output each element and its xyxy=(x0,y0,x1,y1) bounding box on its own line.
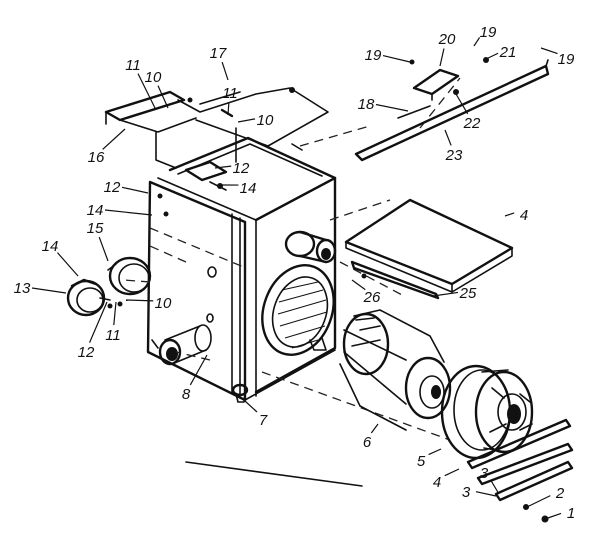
callout-leader-c10a xyxy=(157,85,169,109)
callout-c23: 23 xyxy=(445,147,463,164)
callout-c1: 1 xyxy=(567,505,575,522)
mounting-straps xyxy=(466,418,574,523)
callout-leader-c1 xyxy=(544,512,562,520)
callout-c19a: 19 xyxy=(365,47,382,64)
callout-leader-c21 xyxy=(483,52,499,61)
callout-leader-c16 xyxy=(102,128,126,150)
callout-c19b: 19 xyxy=(480,24,497,41)
callout-c14b: 14 xyxy=(87,202,104,219)
callout-c12a: 12 xyxy=(233,160,250,177)
callout-c10c: 10 xyxy=(155,295,172,312)
callout-c19c: 19 xyxy=(558,51,575,68)
callout-labels: 1233445678101010111111121212131414141516… xyxy=(14,24,576,522)
small-brackets xyxy=(157,160,228,217)
callout-c16: 16 xyxy=(88,149,105,166)
callout-c6: 6 xyxy=(363,434,372,451)
callout-c11a: 11 xyxy=(125,57,141,74)
callout-leader-c22 xyxy=(455,93,469,115)
callout-leader-c11b xyxy=(227,102,230,116)
callout-leader-c25 xyxy=(432,291,459,297)
callout-leader-c20 xyxy=(439,48,445,67)
callout-leader-c15 xyxy=(98,236,109,262)
callout-leader-c12b xyxy=(121,186,149,194)
callout-c12b: 12 xyxy=(104,179,121,196)
callout-leader-c8 xyxy=(189,354,208,386)
callout-c11c: 11 xyxy=(105,327,121,344)
callout-leader-c3b xyxy=(475,491,497,497)
callout-c15: 15 xyxy=(87,220,104,237)
callout-leader-c10b xyxy=(237,118,256,123)
callout-leader-c6 xyxy=(370,423,379,434)
callout-leader-c4a xyxy=(504,212,515,217)
flue-collar xyxy=(284,230,337,264)
callout-c18: 18 xyxy=(358,96,375,113)
callout-c3b: 3 xyxy=(462,484,471,501)
callout-leader-c3a xyxy=(490,479,500,495)
callout-leader-c19b xyxy=(473,37,481,47)
callout-c14a: 14 xyxy=(240,180,257,197)
callout-leader-c2 xyxy=(526,495,551,508)
callout-leader-c19a xyxy=(382,54,411,63)
callout-c8: 8 xyxy=(182,386,191,403)
callout-leader-c14c xyxy=(57,252,79,277)
callout-c3a: 3 xyxy=(480,465,489,482)
callout-c12c: 12 xyxy=(78,344,95,361)
callout-leader-c23 xyxy=(444,129,452,146)
callout-c22: 22 xyxy=(463,115,481,132)
callout-c5: 5 xyxy=(417,453,426,470)
callout-leader-c12c xyxy=(89,301,108,343)
callout-c11b: 11 xyxy=(222,85,238,102)
callout-c25: 25 xyxy=(459,285,477,302)
callout-c21: 21 xyxy=(499,44,517,61)
tray-panel xyxy=(344,198,514,300)
callout-leader-c26 xyxy=(351,279,366,291)
ground-line xyxy=(185,461,363,487)
callout-leader-c13 xyxy=(31,287,67,294)
callout-leader-c19c xyxy=(540,47,558,55)
callout-leader-c11a xyxy=(137,73,156,109)
top-bracket-assembly xyxy=(104,87,329,169)
callout-c10b: 10 xyxy=(257,112,274,129)
callout-c13: 13 xyxy=(14,280,31,297)
callout-c26: 26 xyxy=(363,289,381,306)
mounting-rail xyxy=(354,57,550,162)
blower-opening xyxy=(261,264,335,356)
callout-leader-c14b xyxy=(104,209,153,216)
callout-c4b: 4 xyxy=(433,474,441,491)
callout-leader-c12a xyxy=(214,165,232,169)
leveling-foot xyxy=(231,383,249,403)
alignment-lines xyxy=(123,77,461,441)
callout-c4a: 4 xyxy=(520,207,528,224)
callout-leader-c18 xyxy=(375,103,409,112)
callout-leader-c11c xyxy=(113,301,117,326)
callout-leader-c10c xyxy=(125,299,154,302)
callout-leader-c17 xyxy=(221,61,229,81)
callout-c10a: 10 xyxy=(145,69,162,86)
vent-rings xyxy=(66,256,152,317)
motor-mount xyxy=(440,364,534,460)
callout-leader-c4b xyxy=(444,468,460,477)
callout-leader-c7 xyxy=(244,400,258,413)
burner-pipe xyxy=(151,324,212,366)
blower-wheel xyxy=(339,309,452,431)
callout-leader-c5 xyxy=(428,448,442,456)
callout-c20: 20 xyxy=(438,31,456,48)
callout-c7: 7 xyxy=(259,412,268,429)
callout-c14c: 14 xyxy=(42,238,59,255)
callout-c17: 17 xyxy=(210,45,227,62)
callout-c2: 2 xyxy=(555,485,565,502)
